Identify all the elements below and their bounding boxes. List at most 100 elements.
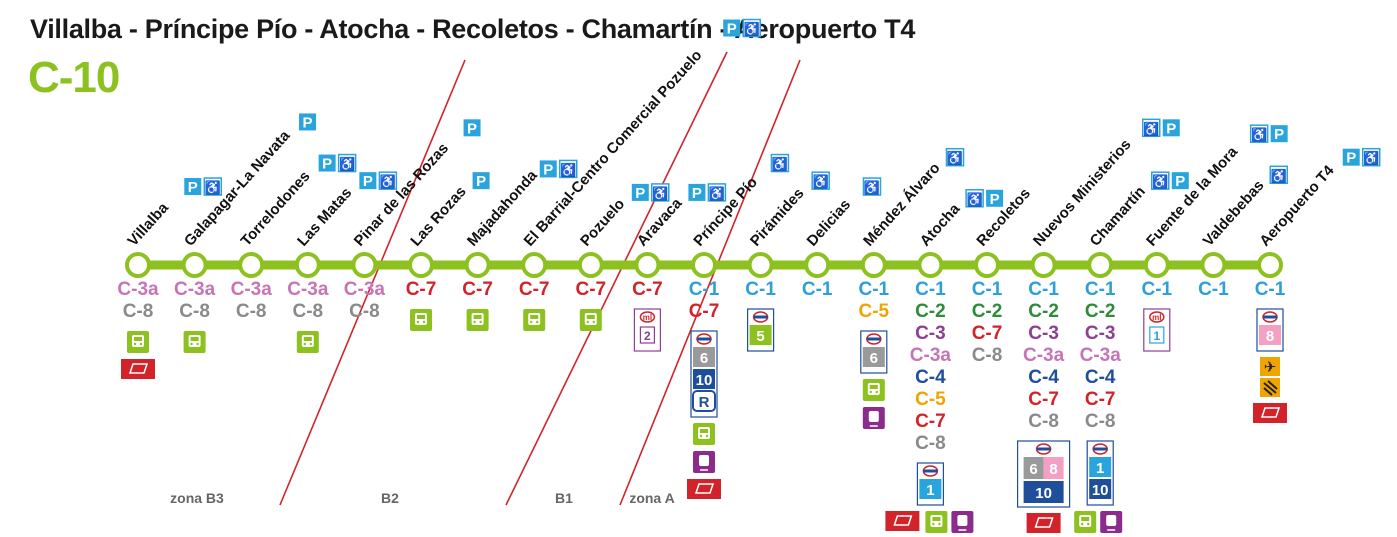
train-icon xyxy=(951,511,974,533)
station-marker xyxy=(1030,252,1057,278)
station-marker xyxy=(1200,252,1227,278)
accessible-icon: ♿ xyxy=(1142,118,1161,138)
svg-text:6: 6 xyxy=(700,350,708,367)
station-name: Delicias xyxy=(804,196,855,250)
svg-text:P: P xyxy=(303,114,313,131)
line-badge-c-8: C-8 xyxy=(972,345,1003,366)
bus-icon xyxy=(1074,511,1097,533)
metro-line-10 xyxy=(693,369,715,389)
line-badge-c-1: C-1 xyxy=(1141,279,1172,300)
ticket-icon xyxy=(1253,403,1287,423)
svg-text:P: P xyxy=(467,120,477,137)
line-badge-c-8: C-8 xyxy=(236,301,267,322)
svg-text:10: 10 xyxy=(1035,485,1052,502)
zone-label: B1 xyxy=(555,490,573,506)
zone-divider xyxy=(279,59,466,506)
line-badge-c-3: C-3 xyxy=(1028,323,1059,344)
svg-text:1: 1 xyxy=(1096,460,1104,477)
line-badge-c-7: C-7 xyxy=(915,411,946,432)
svg-text:P: P xyxy=(322,156,332,173)
parking-icon: P xyxy=(986,189,1004,208)
accessible-icon: ♿ xyxy=(811,171,830,190)
station-marker xyxy=(464,252,491,278)
line-badge-c-7: C-7 xyxy=(1028,389,1059,410)
bus-icon xyxy=(925,511,948,533)
airport-icon: ✈ xyxy=(1260,357,1280,376)
line-badge-c-5: C-5 xyxy=(858,301,889,322)
metro-block: 1 xyxy=(916,462,945,506)
station-marker xyxy=(1257,252,1283,278)
svg-text:♿: ♿ xyxy=(744,22,760,37)
ticket-icon xyxy=(1026,513,1061,533)
station-marker xyxy=(577,252,604,278)
parking-icon: P xyxy=(184,178,202,196)
bus-icon xyxy=(693,423,715,445)
station: Nuevos MinisteriosC-1C-2C-3C-3aC-4C-7C-8… xyxy=(1016,136,1135,508)
line-badge-c-3a: C-3a xyxy=(344,279,386,300)
svg-text:ml: ml xyxy=(1152,313,1161,322)
svg-text:P: P xyxy=(476,173,486,190)
svg-text:5: 5 xyxy=(756,328,764,345)
svg-text:♿: ♿ xyxy=(1143,121,1159,136)
svg-text:♿: ♿ xyxy=(339,157,355,172)
zone-divider xyxy=(619,59,801,506)
metro-line-1 xyxy=(919,479,942,499)
line-badge-c-1: C-1 xyxy=(858,279,889,300)
bus-icon xyxy=(862,379,885,401)
station-name: Pozuelo xyxy=(577,196,628,250)
svg-text:P: P xyxy=(543,161,553,178)
station-name: Fuente de la Mora xyxy=(1143,143,1241,250)
station-marker xyxy=(1087,252,1114,278)
ticket-icon xyxy=(687,479,721,499)
line-badge-c-1: C-1 xyxy=(1085,279,1116,300)
svg-text:10: 10 xyxy=(1092,482,1109,499)
svg-text:8: 8 xyxy=(1049,461,1057,478)
line-badge-c-3a: C-3a xyxy=(1023,345,1065,366)
station-name: Pinar de las Rozas xyxy=(351,140,452,250)
line-badge-c-1: C-1 xyxy=(689,279,720,300)
station-name: Nuevos Ministerios xyxy=(1030,136,1135,250)
station-marker xyxy=(917,252,944,278)
metro-line-6 xyxy=(1023,457,1044,479)
svg-text:♿: ♿ xyxy=(1152,174,1168,189)
svg-text:P: P xyxy=(990,191,1000,208)
parking-icon: P xyxy=(539,160,557,178)
accessible-icon: ♿ xyxy=(770,153,790,173)
line-badge-c-3a: C-3a xyxy=(231,279,273,300)
line-badge-c-8: C-8 xyxy=(349,301,380,322)
line-badge-c-3a: C-3a xyxy=(117,279,159,300)
station-marker xyxy=(804,252,831,278)
svg-text:♿: ♿ xyxy=(947,151,963,166)
svg-text:6: 6 xyxy=(870,350,878,367)
parking-icon: P xyxy=(1162,119,1180,137)
accessible-icon: ♿ xyxy=(651,183,670,202)
line-badge-c-3: C-3 xyxy=(1085,323,1116,344)
station-marker xyxy=(691,252,717,278)
svg-text:♿: ♿ xyxy=(1251,127,1267,142)
station-name: Chamartín xyxy=(1087,183,1149,250)
line-badge-c-3a: C-3a xyxy=(174,279,216,300)
svg-text:♿: ♿ xyxy=(560,162,576,177)
metro-block: 5 xyxy=(746,308,775,352)
accessible-icon: ♿ xyxy=(1151,171,1170,190)
metro-line-2 xyxy=(639,326,656,344)
svg-text:P: P xyxy=(692,185,702,202)
svg-text:R: R xyxy=(699,394,710,411)
station-name: Villalba xyxy=(124,199,172,250)
zone-label: B2 xyxy=(381,490,399,506)
station-marker xyxy=(351,252,378,278)
line-badge-c-7: C-7 xyxy=(632,279,663,300)
line-badge-c-2: C-2 xyxy=(1085,301,1116,322)
parking-icon: P xyxy=(1342,148,1360,167)
line-badge-c-7: C-7 xyxy=(689,301,720,322)
accessible-icon: ♿ xyxy=(558,159,578,179)
ticket-icon xyxy=(121,359,155,379)
